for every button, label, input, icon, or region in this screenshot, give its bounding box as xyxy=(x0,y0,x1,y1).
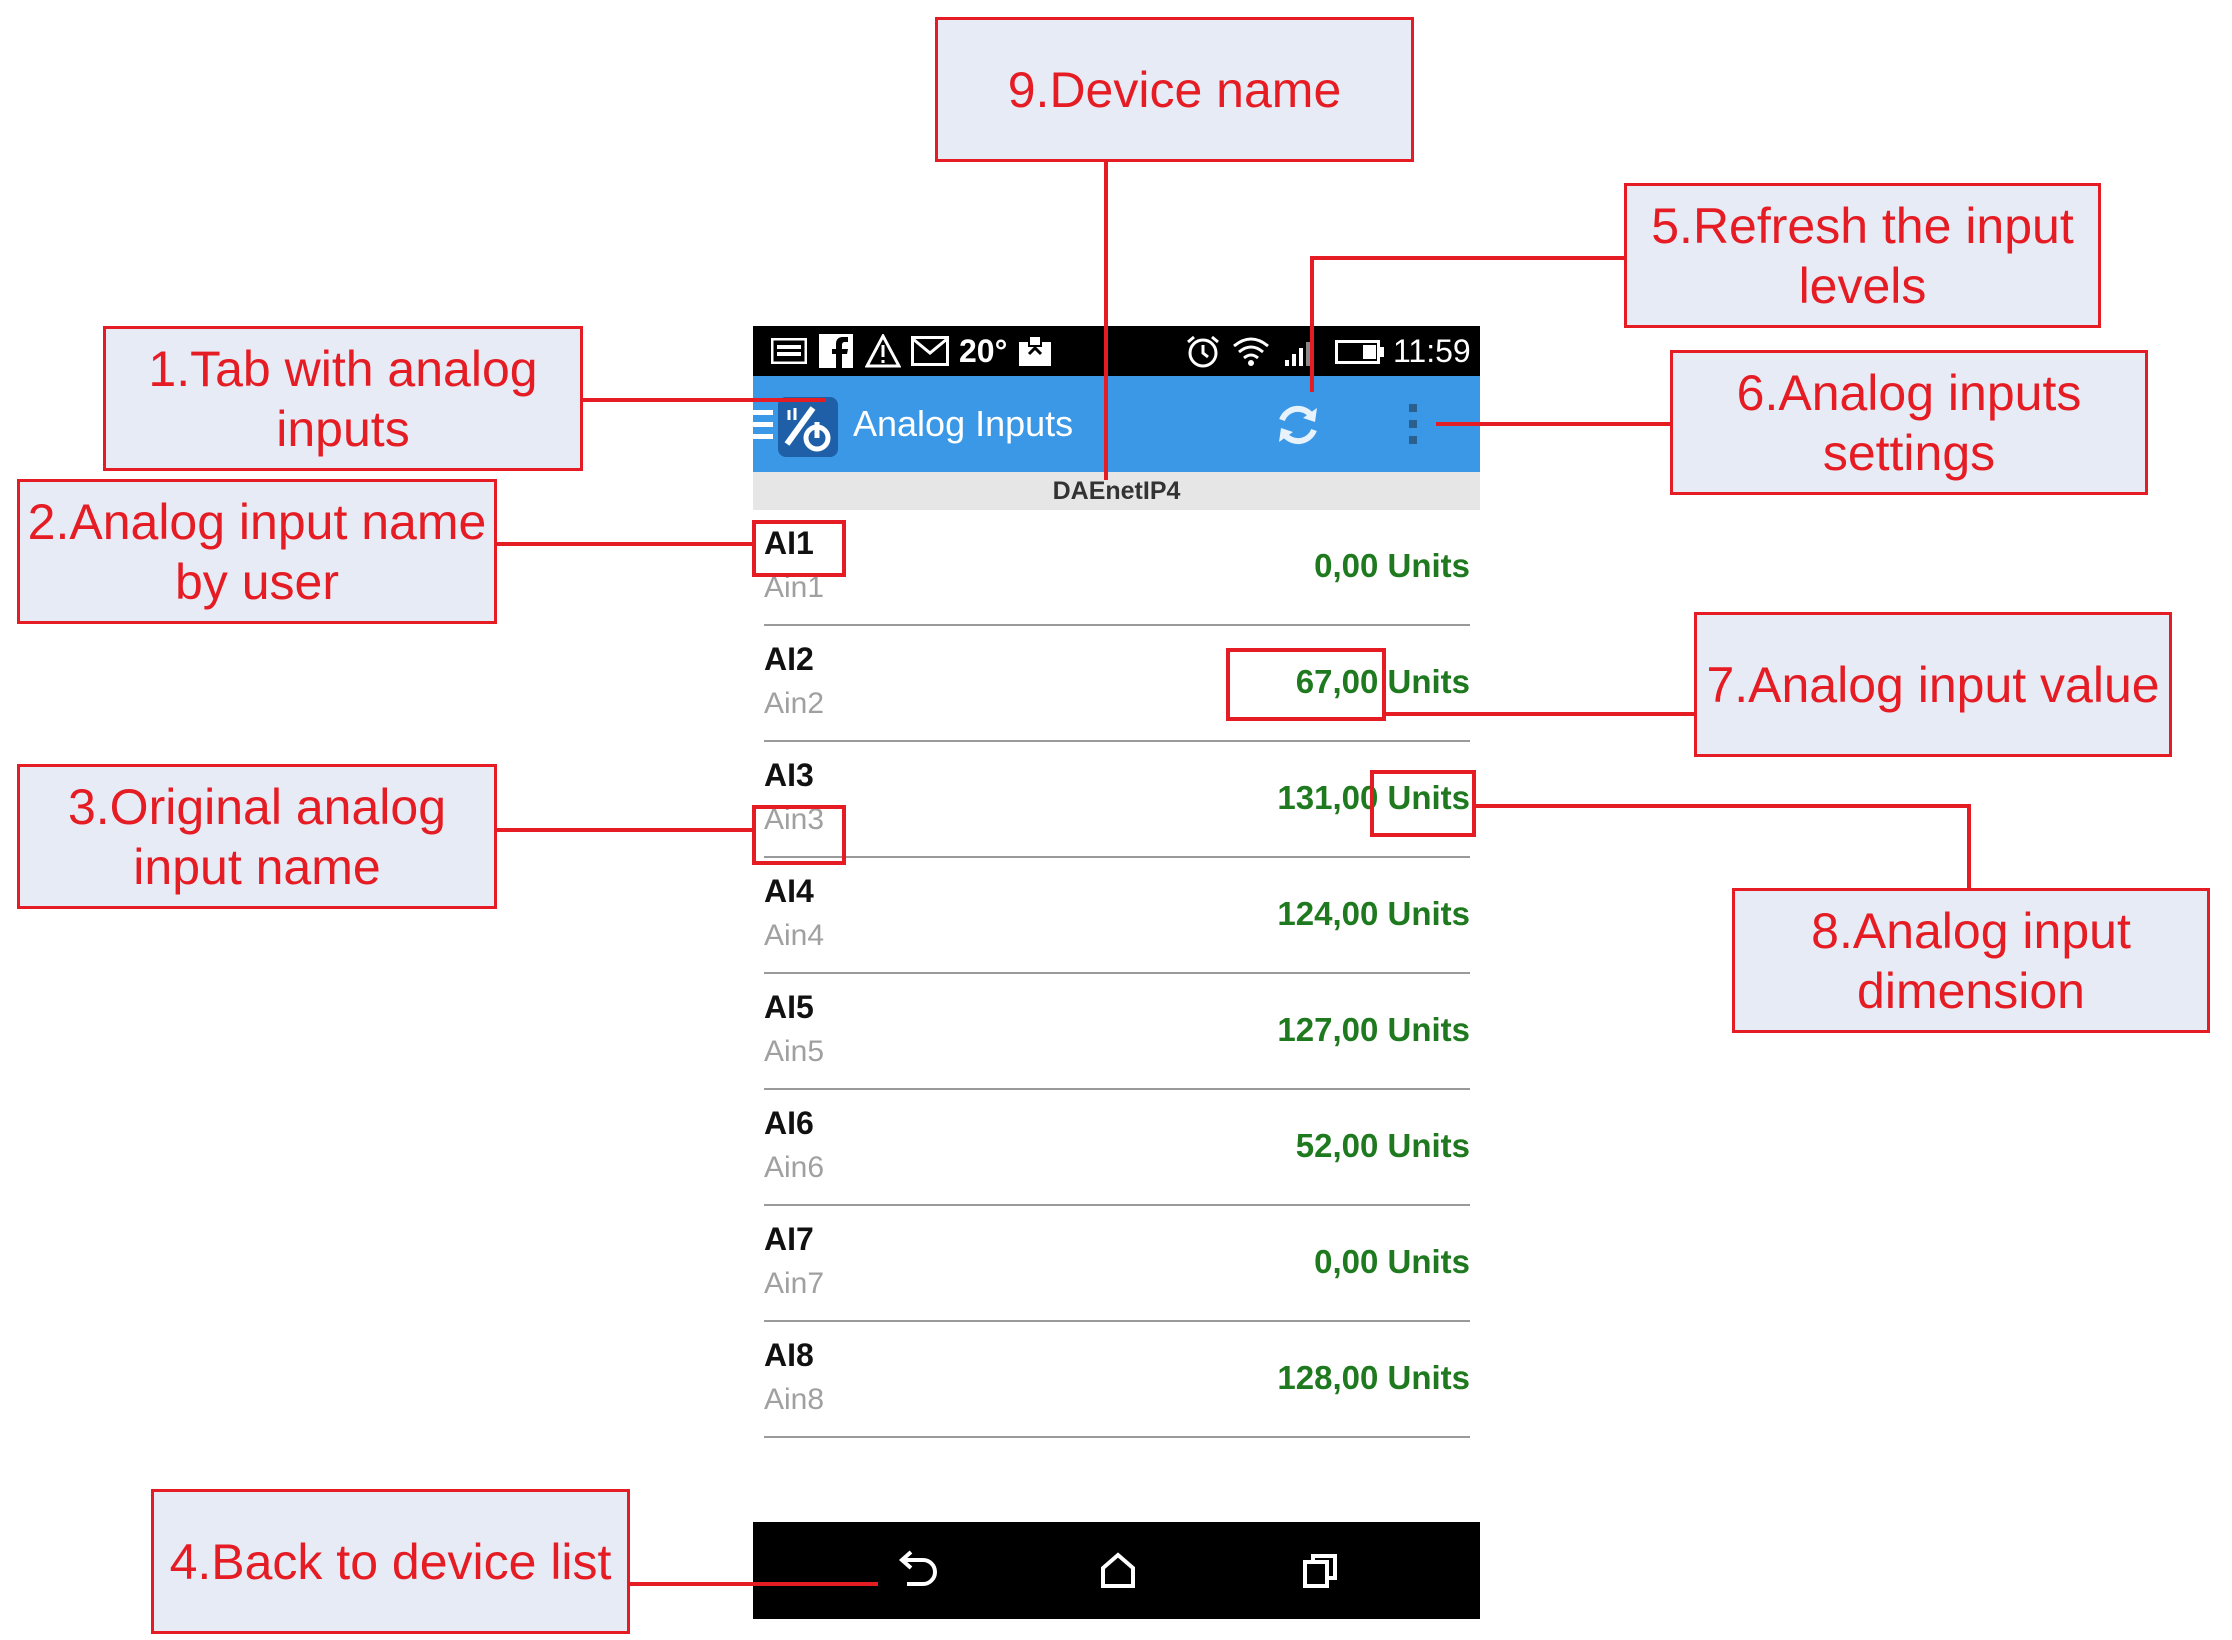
list-item-ai6[interactable]: AI6 Ain6 52,00 Units xyxy=(753,1090,1480,1206)
callout-back: 4.Back to device list xyxy=(151,1489,630,1634)
input-user-name: AI6 xyxy=(764,1105,814,1141)
alarm-icon xyxy=(1187,335,1219,368)
callout-text: levels xyxy=(1798,257,1927,314)
highlight-value xyxy=(1226,648,1386,721)
highlight-user-name xyxy=(752,520,846,577)
callout-text: 6.Analog inputs xyxy=(1736,364,2082,421)
input-user-name: AI4 xyxy=(764,873,814,909)
refresh-icon[interactable] xyxy=(1273,400,1323,450)
device-name: DAEnetIP4 xyxy=(1052,477,1181,505)
divider xyxy=(764,740,1470,742)
input-original-name: Ain4 xyxy=(764,919,825,952)
input-user-name: AI2 xyxy=(764,641,814,677)
input-user-name: AI3 xyxy=(764,757,814,793)
divider xyxy=(764,1204,1470,1206)
list-item-ai7[interactable]: AI7 Ain7 0,00 Units xyxy=(753,1206,1480,1322)
analog-inputs-list: AI1 Ain1 0,00 Units AI2 Ain2 67,00 Units… xyxy=(753,510,1480,1442)
input-user-name: AI7 xyxy=(764,1221,814,1257)
back-icon[interactable] xyxy=(891,1546,941,1596)
divider xyxy=(764,1320,1470,1322)
leader-line-settings xyxy=(1436,422,1680,426)
facebook-icon xyxy=(819,334,853,368)
input-original-name: Ain5 xyxy=(764,1035,825,1068)
leader-line-tab xyxy=(583,398,826,402)
input-original-name: Ain2 xyxy=(764,687,825,720)
callout-text: 1.Tab with analog xyxy=(148,340,538,397)
leader-line-back xyxy=(630,1582,878,1586)
status-clock: 11:59 xyxy=(1393,333,1471,369)
battery-icon xyxy=(1335,340,1384,364)
callout-text: 2.Analog input name xyxy=(27,493,487,550)
callout-text: 8.Analog input xyxy=(1811,902,2131,959)
divider xyxy=(764,972,1470,974)
leader-line-refresh xyxy=(1310,256,1634,260)
wifi-icon xyxy=(1233,337,1269,366)
screenshot-notification-icon xyxy=(771,338,807,364)
input-original-name: Ain7 xyxy=(764,1267,825,1300)
divider xyxy=(764,856,1470,858)
input-original-name: Ain8 xyxy=(764,1383,825,1416)
input-value: 127,00 Units xyxy=(1277,1011,1470,1048)
action-bar: Analog Inputs xyxy=(753,376,1480,472)
callout-text: inputs xyxy=(276,400,410,457)
divider xyxy=(764,1436,1470,1438)
callout-text: 4.Back to device list xyxy=(169,1533,612,1590)
list-item-ai5[interactable]: AI5 Ain5 127,00 Units xyxy=(753,974,1480,1090)
input-value: 52,00 Units xyxy=(1295,1127,1470,1164)
status-bar: 20° 11:59 xyxy=(753,326,1480,376)
list-item-ai2[interactable]: AI2 Ain2 67,00 Units xyxy=(753,626,1480,742)
leader-line-original-name xyxy=(497,828,755,832)
home-icon[interactable] xyxy=(1093,1546,1143,1596)
leader-line-dimension xyxy=(1474,804,1970,808)
input-value: 0,00 Units xyxy=(1314,1243,1470,1280)
callout-text: dimension xyxy=(1857,962,2085,1019)
highlight-dimension xyxy=(1370,770,1476,837)
list-item-ai4[interactable]: AI4 Ain4 124,00 Units xyxy=(753,858,1480,974)
callout-text: 7.Analog input value xyxy=(1706,656,2160,713)
callout-text: 9.Device name xyxy=(1007,61,1342,118)
screen-title: Analog Inputs xyxy=(853,403,1074,444)
leader-line-refresh-drop xyxy=(1310,256,1314,392)
list-item-ai8[interactable]: AI8 Ain8 128,00 Units xyxy=(753,1322,1480,1438)
recents-icon[interactable] xyxy=(1295,1546,1345,1596)
callout-value: 7.Analog input value xyxy=(1694,612,2172,757)
divider xyxy=(764,624,1470,626)
input-original-name: Ain6 xyxy=(764,1151,825,1184)
input-user-name: AI5 xyxy=(764,989,814,1025)
leader-line-value xyxy=(1384,712,1704,716)
divider xyxy=(764,1088,1470,1090)
callout-text: 5.Refresh the input xyxy=(1651,197,2074,254)
leader-line-device-name xyxy=(1104,161,1108,480)
clipboard-icon xyxy=(1019,335,1051,366)
callout-text: by user xyxy=(175,553,339,610)
input-user-name: AI1 xyxy=(764,525,814,561)
callout-text: settings xyxy=(1822,424,1996,481)
input-value: 124,00 Units xyxy=(1277,895,1470,932)
input-value: 128,00 Units xyxy=(1277,1359,1470,1396)
navigation-bar xyxy=(753,1522,1480,1619)
weather-temperature: 20° xyxy=(959,333,1008,369)
device-name-bar: DAEnetIP4 xyxy=(753,472,1480,510)
mail-icon xyxy=(911,336,949,366)
highlight-original-name xyxy=(752,805,846,865)
warning-icon xyxy=(865,334,901,368)
overflow-menu-icon[interactable] xyxy=(1407,402,1419,448)
menu-icon[interactable] xyxy=(753,408,773,442)
leader-line-dimension-drop xyxy=(1967,804,1971,890)
signal-icon xyxy=(1285,342,1310,366)
leader-line-user-name xyxy=(497,542,755,546)
callout-device-name: 9.Device name xyxy=(935,17,1414,162)
input-user-name: AI8 xyxy=(764,1337,814,1373)
input-value: 0,00 Units xyxy=(1314,547,1470,584)
callout-text: input name xyxy=(133,838,381,895)
list-item-ai1[interactable]: AI1 Ain1 0,00 Units xyxy=(753,510,1480,626)
app-logo-icon[interactable] xyxy=(777,396,839,458)
callout-text: 3.Original analog xyxy=(67,778,447,835)
